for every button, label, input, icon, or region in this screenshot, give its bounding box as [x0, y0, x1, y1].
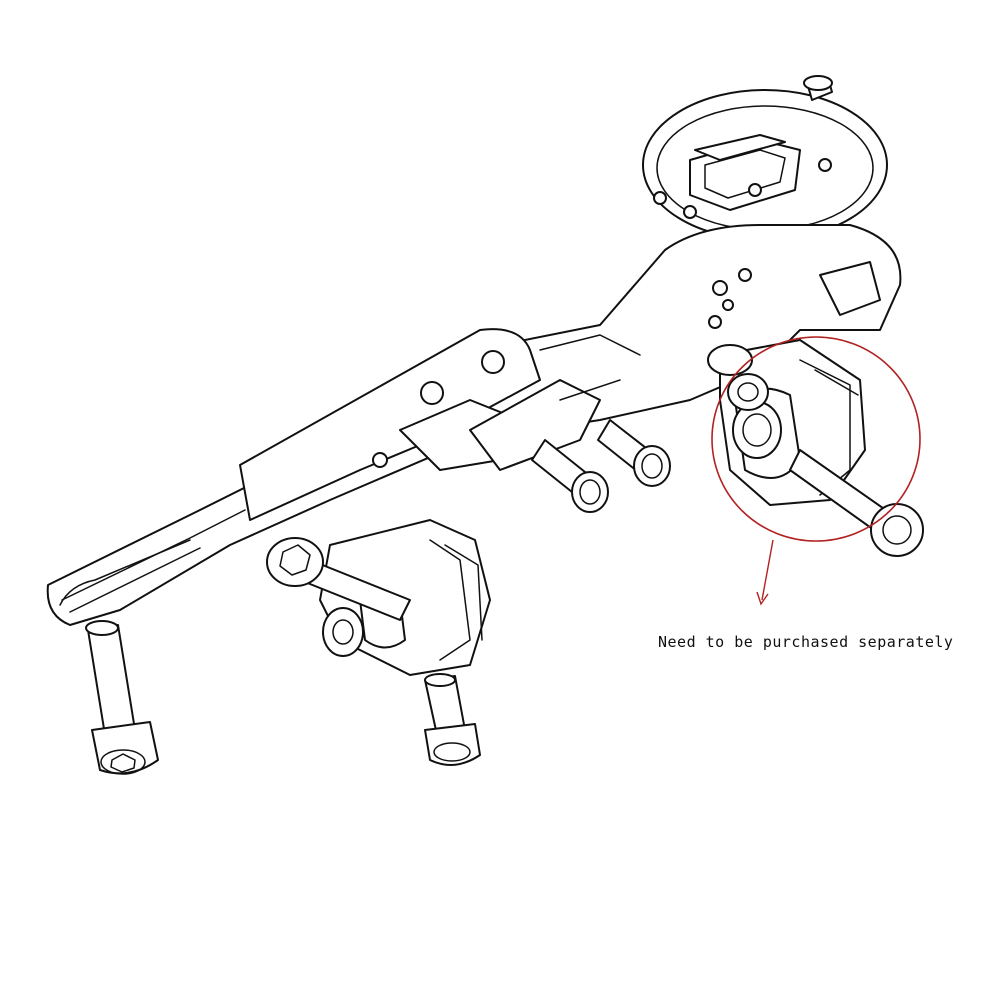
callout-arrowhead	[756, 591, 769, 606]
callout-arrow	[761, 539, 774, 601]
center-bolts	[531, 419, 671, 513]
gopro-adapter-accessory	[707, 339, 924, 557]
lower-mount-adapter	[266, 519, 491, 676]
annotation-text: Need to be purchased separately	[658, 633, 954, 651]
round-computer-mount	[642, 75, 888, 241]
bolt-left	[85, 620, 159, 775]
callout-circle	[711, 336, 921, 542]
callout	[711, 336, 921, 606]
extension-plate	[239, 328, 641, 521]
bolt-middle	[424, 673, 481, 766]
